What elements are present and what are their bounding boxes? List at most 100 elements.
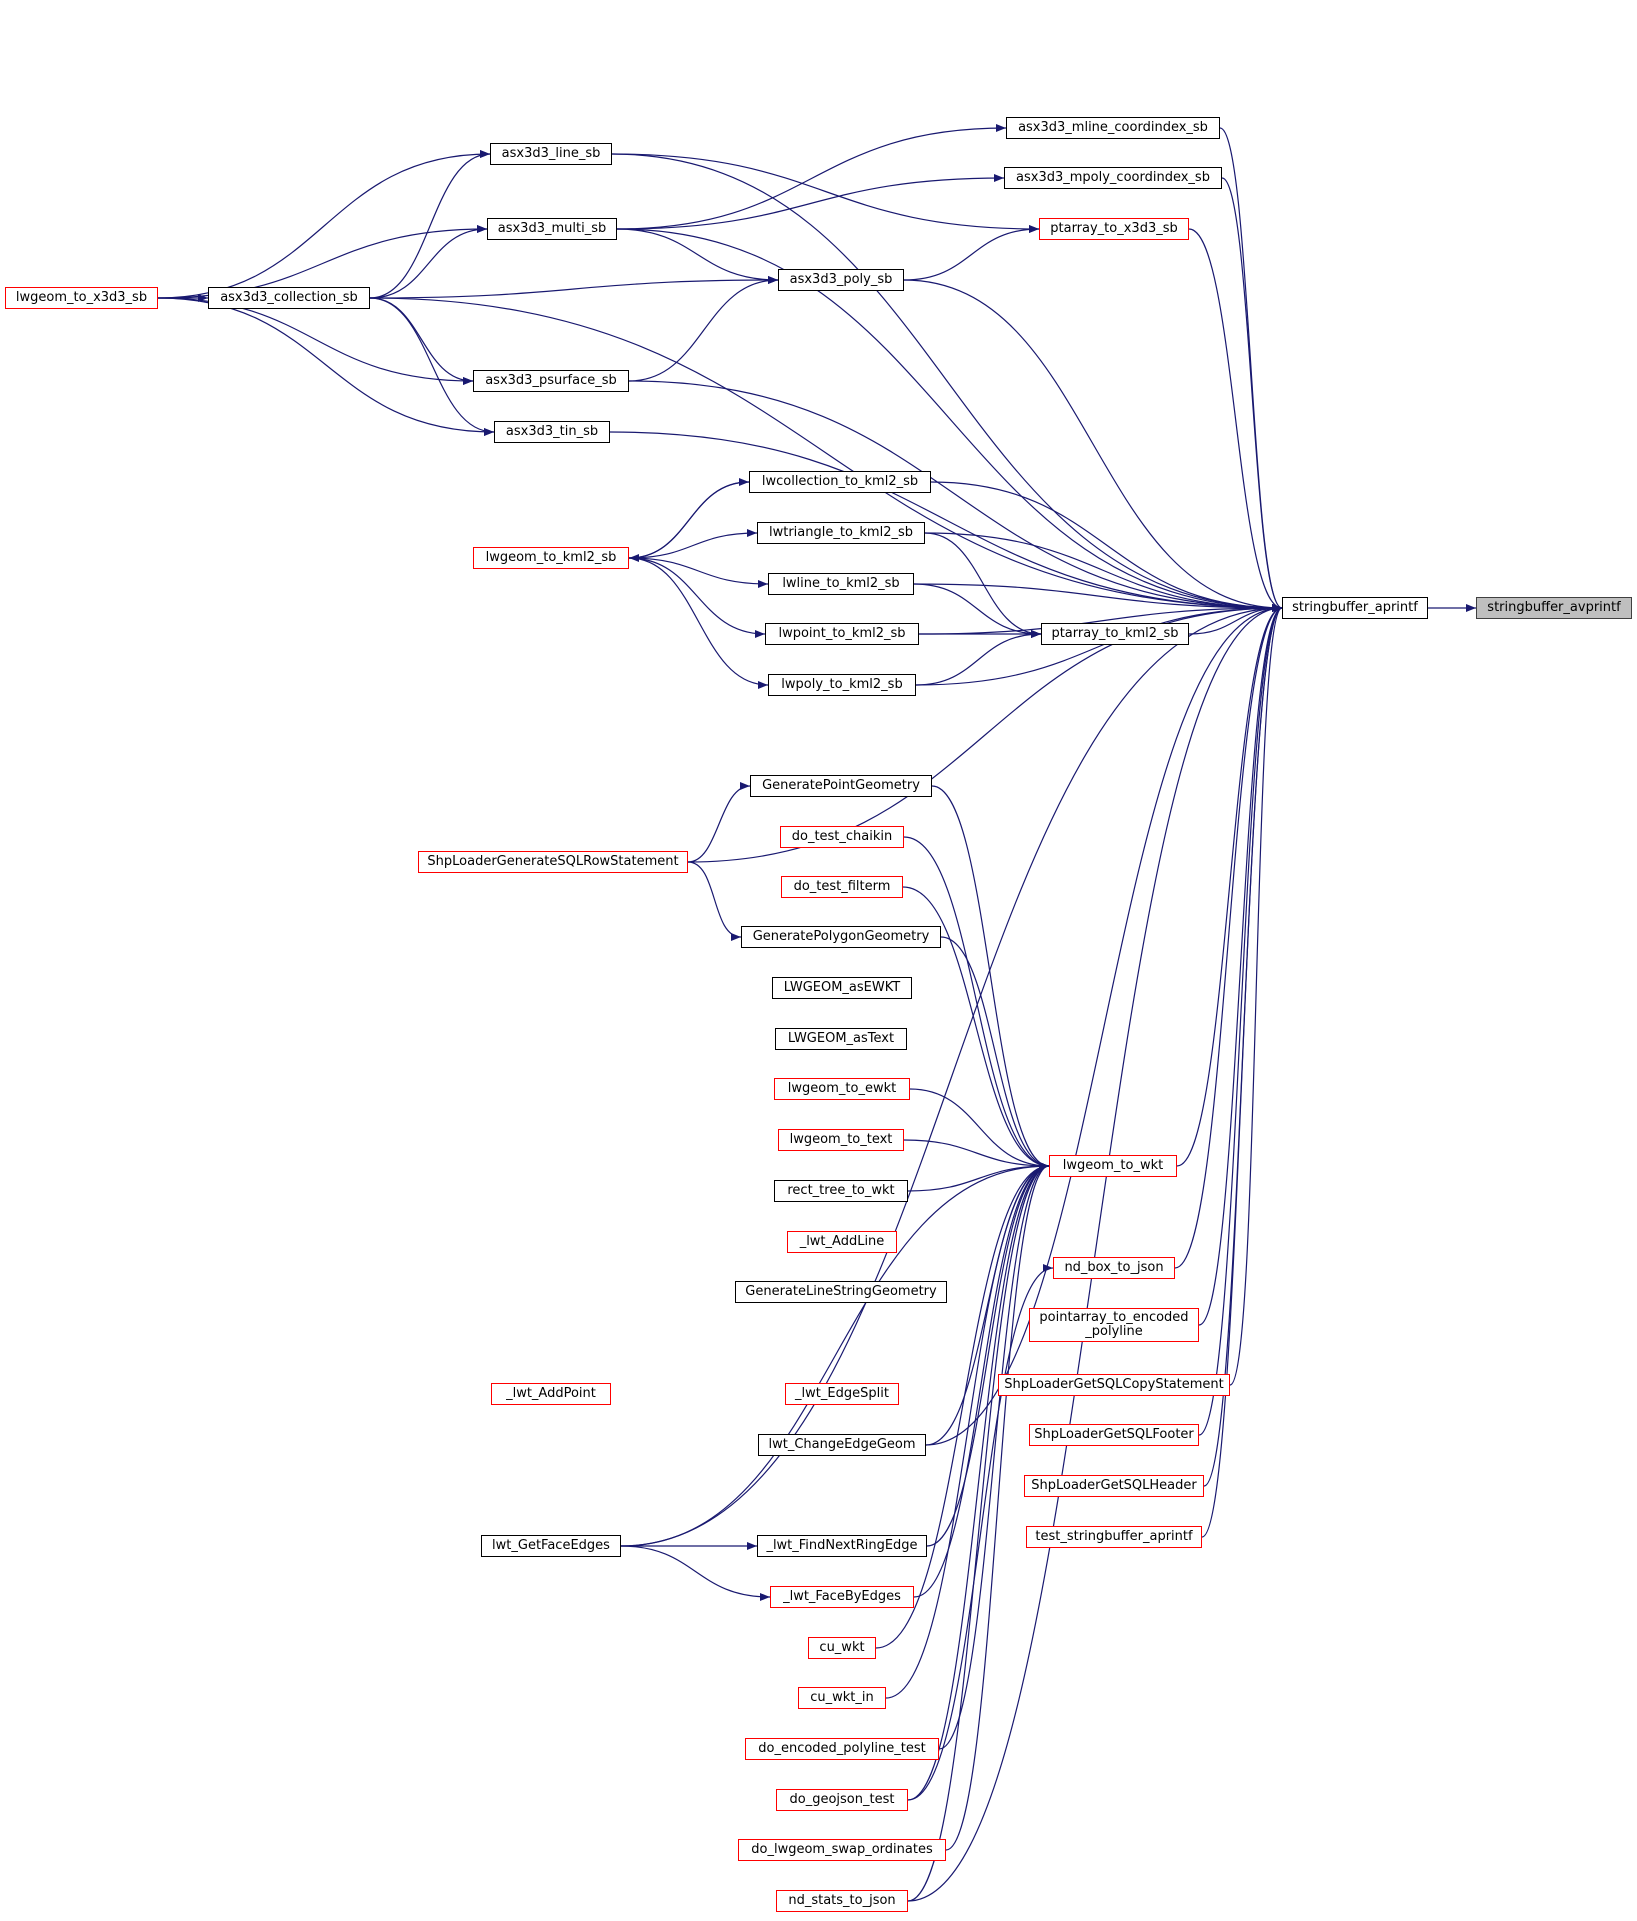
node-asx3d3-line-sb[interactable]: asx3d3_line_sb	[490, 143, 612, 165]
node-shp-loader-get-sql-header[interactable]: ShpLoaderGetSQLHeader	[1024, 1475, 1204, 1497]
edge-asx3d3-psurface-sb-to-stringbuffer-aprintf	[628, 380, 1283, 612]
edge-asx3d3-collection-sb-to-asx3d3-line-sb	[369, 150, 491, 299]
edge-lwpoly-to-kml2-sb-to-ptarray-to-kml2-sb	[915, 630, 1042, 686]
node-lwt-addpoint[interactable]: _lwt_AddPoint	[491, 1383, 611, 1405]
node-nd-stats-to-json[interactable]: nd_stats_to_json	[776, 1890, 908, 1912]
node-lwt-change-edge-geom[interactable]: lwt_ChangeEdgeGeom	[758, 1434, 926, 1456]
edge-asx3d3-mpoly-coordindex-sb-to-stringbuffer-aprintf	[1221, 177, 1283, 612]
node-shp-loader-get-sql-footer[interactable]: ShpLoaderGetSQLFooter	[1029, 1424, 1199, 1446]
node-generate-point-geometry[interactable]: GeneratePointGeometry	[750, 775, 932, 797]
node-shp-loader-generate-sql-row-statement[interactable]: ShpLoaderGenerateSQLRowStatement	[418, 851, 688, 873]
node-shp-loader-get-sql-copy-statement[interactable]: ShpLoaderGetSQLCopyStatement	[998, 1374, 1230, 1396]
node-ptarray-to-kml2-sb[interactable]: ptarray_to_kml2_sb	[1041, 623, 1189, 645]
edge-lwcollection-to-kml2-sb-to-stringbuffer-aprintf	[930, 481, 1283, 612]
node-cu-wkt-in[interactable]: cu_wkt_in	[798, 1687, 886, 1709]
node-asx3d3-multi-sb[interactable]: asx3d3_multi_sb	[487, 218, 617, 240]
node-asx3d3-collection-sb[interactable]: asx3d3_collection_sb	[208, 287, 370, 309]
node-generate-linestring-geometry[interactable]: GenerateLineStringGeometry	[735, 1281, 947, 1303]
edge-do-geojson-test-to-lwgeom-to-wkt	[907, 1162, 1050, 1801]
node-generate-polygon-geometry[interactable]: GeneratePolygonGeometry	[741, 926, 941, 948]
node-asx3d3-psurface-sb[interactable]: asx3d3_psurface_sb	[473, 370, 629, 392]
edge-asx3d3-collection-sb-to-asx3d3-multi-sb	[369, 225, 488, 299]
edge-shp-loader-get-sql-footer-to-stringbuffer-aprintf	[1198, 604, 1283, 1436]
node-lwgeom-to-x3d3-sb[interactable]: lwgeom_to_x3d3_sb	[5, 287, 158, 309]
edge-asx3d3-collection-sb-to-asx3d3-psurface-sb	[369, 297, 474, 385]
node-lwt-edgesplit[interactable]: _lwt_EdgeSplit	[785, 1383, 899, 1405]
node-do-encoded-polyline-test[interactable]: do_encoded_polyline_test	[745, 1738, 939, 1760]
node-ptarray-to-x3d3-sb[interactable]: ptarray_to_x3d3_sb	[1039, 218, 1189, 240]
node-stringbuffer-avprintf[interactable]: stringbuffer_avprintf	[1476, 597, 1632, 619]
edge-lwt-face-by-edges-to-lwgeom-to-wkt	[913, 1162, 1050, 1598]
edge-lwt-get-face-edges-to-stringbuffer-aprintf	[620, 604, 1283, 1547]
node-asx3d3-mpoly-coordindex-sb[interactable]: asx3d3_mpoly_coordindex_sb	[1004, 167, 1222, 189]
edge-lwtriangle-to-kml2-sb-to-ptarray-to-kml2-sb	[924, 532, 1042, 638]
node-lwgeom-to-ewkt[interactable]: lwgeom_to_ewkt	[774, 1078, 910, 1100]
node-lwtriangle-to-kml2-sb[interactable]: lwtriangle_to_kml2_sb	[757, 522, 925, 544]
edge-lwt-find-next-ring-edge-to-lwgeom-to-wkt	[926, 1162, 1050, 1547]
edge-lwgeom-to-text-to-lwgeom-to-wkt	[903, 1139, 1050, 1170]
edge-do-geojson-test-to-nd-box-to-json	[907, 1264, 1054, 1801]
node-label-line-1: pointarray_to_encoded	[1039, 1310, 1189, 1325]
edge-lwgeom-to-kml2-sb-to-lwpoint-to-kml2-sb	[628, 557, 766, 638]
node-asx3d3-mline-coordindex-sb[interactable]: asx3d3_mline_coordindex_sb	[1006, 117, 1220, 139]
node-asx3d3-poly-sb[interactable]: asx3d3_poly_sb	[778, 269, 904, 291]
edge-lwgeom-to-kml2-sb-to-lwline-to-kml2-sb	[628, 557, 769, 588]
node-lwgeom-to-text[interactable]: lwgeom_to_text	[778, 1129, 904, 1151]
edge-lwgeom-to-x3d3-sb-to-asx3d3-line-sb	[157, 150, 491, 299]
edge-shp-loader-generate-sql-row-statement-to-generate-point-geometry	[687, 782, 751, 863]
edge-lwt-change-edge-geom-to-stringbuffer-aprintf	[925, 604, 1283, 1446]
edge-lwt-get-face-edges-to-lwt-face-by-edges	[620, 1545, 771, 1601]
node-lwgeom-asewkt[interactable]: LWGEOM_asEWKT	[772, 977, 912, 999]
edge-lwline-to-kml2-sb-to-ptarray-to-kml2-sb	[913, 583, 1042, 638]
edge-lwgeom-to-x3d3-sb-to-asx3d3-tin-sb	[157, 297, 495, 436]
node-stringbuffer-aprintf[interactable]: stringbuffer_aprintf	[1282, 597, 1428, 619]
edge-asx3d3-collection-sb-to-asx3d3-poly-sb	[369, 276, 779, 299]
node-do-geojson-test[interactable]: do_geojson_test	[776, 1789, 908, 1811]
edge-do-lwgeom-swap-ordinates-to-lwgeom-to-wkt	[945, 1162, 1050, 1851]
node-lwgeom-to-wkt[interactable]: lwgeom_to_wkt	[1049, 1155, 1177, 1177]
node-lwt-get-face-edges[interactable]: lwt_GetFaceEdges	[481, 1535, 621, 1557]
edge-generate-polygon-geometry-to-lwgeom-to-wkt	[940, 936, 1050, 1170]
edge-cu-wkt-to-lwgeom-to-wkt	[875, 1162, 1050, 1649]
edge-asx3d3-collection-sb-to-asx3d3-tin-sb	[369, 297, 495, 436]
node-do-test-chaikin[interactable]: do_test_chaikin	[780, 826, 904, 848]
node-do-test-filterm[interactable]: do_test_filterm	[781, 876, 903, 898]
edge-lwgeom-to-ewkt-to-lwgeom-to-wkt	[909, 1088, 1050, 1170]
edge-cu-wkt-in-to-lwgeom-to-wkt	[885, 1162, 1050, 1699]
edge-lwgeom-to-kml2-sb-to-lwcollection-to-kml2-sb	[628, 478, 750, 559]
edge-asx3d3-collection-sb-to-stringbuffer-aprintf	[369, 297, 1283, 612]
node-label-line-2: _polyline	[1085, 1324, 1143, 1339]
node-lwpoly-to-kml2-sb[interactable]: lwpoly_to_kml2_sb	[768, 674, 916, 696]
edge-lwline-to-kml2-sb-to-stringbuffer-aprintf	[913, 583, 1283, 612]
node-lwt-addline[interactable]: _lwt_AddLine	[787, 1231, 897, 1253]
node-lwpoint-to-kml2-sb[interactable]: lwpoint_to_kml2_sb	[765, 623, 919, 645]
edge-shp-loader-generate-sql-row-statement-to-stringbuffer-aprintf	[687, 604, 1283, 863]
node-lwt-face-by-edges[interactable]: _lwt_FaceByEdges	[770, 1586, 914, 1608]
edge-test-stringbuffer-aprintf-to-stringbuffer-aprintf	[1201, 604, 1283, 1538]
edge-lwgeom-to-wkt-to-stringbuffer-aprintf	[1176, 604, 1283, 1167]
edge-asx3d3-line-sb-to-stringbuffer-aprintf	[611, 153, 1283, 612]
node-lwcollection-to-kml2-sb[interactable]: lwcollection_to_kml2_sb	[749, 471, 931, 493]
node-rect-tree-to-wkt[interactable]: rect_tree_to_wkt	[774, 1180, 908, 1202]
node-asx3d3-tin-sb[interactable]: asx3d3_tin_sb	[494, 421, 610, 443]
edge-asx3d3-poly-sb-to-stringbuffer-aprintf	[903, 279, 1283, 612]
node-do-lwgeom-swap-ordinates[interactable]: do_lwgeom_swap_ordinates	[738, 1839, 946, 1861]
node-lwgeom-to-kml2-sb[interactable]: lwgeom_to_kml2_sb	[473, 547, 629, 569]
node-nd-box-to-json[interactable]: nd_box_to_json	[1053, 1257, 1175, 1279]
node-lwline-to-kml2-sb[interactable]: lwline_to_kml2_sb	[768, 573, 914, 595]
edge-do-test-filterm-to-lwgeom-to-wkt	[902, 886, 1050, 1170]
node-lwgeom-astext[interactable]: LWGEOM_asText	[775, 1028, 907, 1050]
edge-asx3d3-psurface-sb-to-asx3d3-poly-sb	[628, 276, 779, 382]
edge-nd-box-to-json-to-stringbuffer-aprintf	[1174, 604, 1283, 1269]
node-lwt-find-next-ring-edge[interactable]: _lwt_FindNextRingEdge	[757, 1535, 927, 1557]
edge-pointarray-to-encoded-polyline-to-stringbuffer-aprintf	[1198, 604, 1283, 1326]
edge-do-test-chaikin-to-lwgeom-to-wkt	[903, 836, 1050, 1170]
node-test-stringbuffer-aprintf[interactable]: test_stringbuffer_aprintf	[1026, 1526, 1202, 1548]
edge-ptarray-to-x3d3-sb-to-stringbuffer-aprintf	[1188, 228, 1283, 612]
edge-asx3d3-multi-sb-to-asx3d3-mline-coordindex-sb	[616, 124, 1007, 230]
node-cu-wkt[interactable]: cu_wkt	[808, 1637, 876, 1659]
edge-asx3d3-poly-sb-to-ptarray-to-x3d3-sb	[903, 225, 1040, 281]
node-pointarray-to-encoded-polyline[interactable]: pointarray_to_encoded _polyline	[1029, 1308, 1199, 1342]
